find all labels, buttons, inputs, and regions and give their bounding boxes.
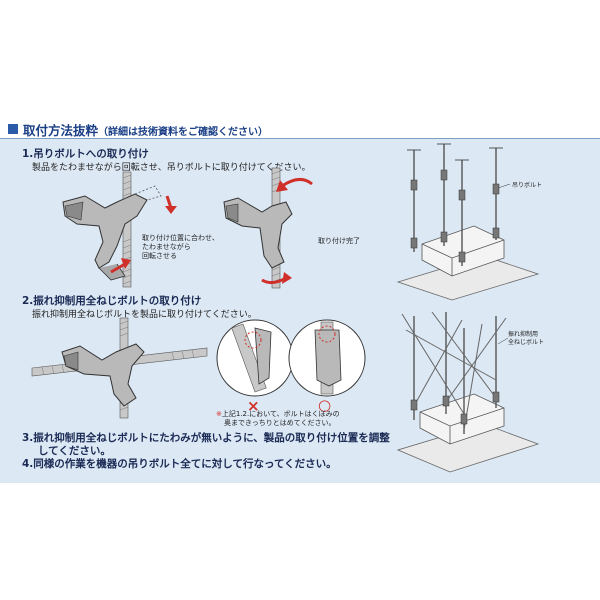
step1-complete-figure: [223, 167, 313, 289]
step2-heading: 2.振れ抑制用全ねじボルトの取り付け: [22, 295, 202, 307]
sway-label-line-1: 振れ抑制用: [508, 331, 539, 338]
steps-rest: 3.振れ抑制用全ねじボルトにたわみが無いように、製品の取り付け位置を調整 してく…: [22, 432, 390, 471]
step2-text: 振れ抑制用全ねじボルトを製品に取り付けてください。: [32, 310, 257, 320]
sway-label-line-2: 全ねじボルト: [508, 339, 545, 346]
step1-rotate-figure: [62, 171, 177, 288]
step2-note: ※上記1.2.において、ボルトはくぼみの 奥まできっちりとはめてください。: [216, 410, 340, 428]
note-line-2: 奥まできっちりとはめてください。: [224, 419, 336, 427]
header-bar: [0, 118, 600, 138]
step2-sway-bolt-figure: [31, 317, 208, 419]
title-note: （詳細は技術資料をご確認ください）: [98, 127, 269, 138]
page-title: 取付方法抜粋（詳細は技術資料をご確認ください）: [23, 120, 268, 139]
step3-line-2: してください。: [38, 445, 111, 457]
header-square-icon: [8, 124, 18, 134]
step1-done-label: 取り付け完了: [318, 237, 360, 245]
callout-line-3: 回転させる: [142, 252, 177, 260]
step1-callout: 取り付け位置に合わせ、 たわませながら 回転させる: [142, 234, 219, 261]
wrong-mark: ×: [247, 397, 260, 415]
wrong-detail-figure: [216, 319, 294, 397]
hanging-bolt-label: 吊りボルト: [512, 182, 543, 189]
note-mark: ※: [216, 410, 222, 418]
callout-line-1: 取り付け位置に合わせ、: [142, 234, 219, 242]
ok-mark: ○: [318, 396, 332, 414]
ok-detail-figure: [288, 319, 366, 397]
title-text: 取付方法抜粋: [23, 123, 99, 138]
callout-line-2: たわませながら: [142, 243, 191, 251]
divider: [0, 138, 600, 139]
step4-line: 4.同様の作業を機器の吊りボルト全てに対して行なってください。: [22, 458, 337, 470]
sway-bolt-label: 振れ抑制用 全ねじボルト: [508, 331, 544, 347]
step1-heading: 1.吊りボルトへの取り付け: [22, 148, 149, 160]
sway-braced-unit-figure: [396, 311, 540, 473]
note-line-1: 上記1.2.において、ボルトはくぼみの: [221, 410, 340, 418]
hanging-unit-figure: [396, 143, 540, 301]
step1-text: 製品をたわませながら回転させ、吊りボルトに取り付けてください。: [32, 163, 311, 173]
step3-line-1: 3.振れ抑制用全ねじボルトにたわみが無いように、製品の取り付け位置を調整: [22, 432, 390, 444]
